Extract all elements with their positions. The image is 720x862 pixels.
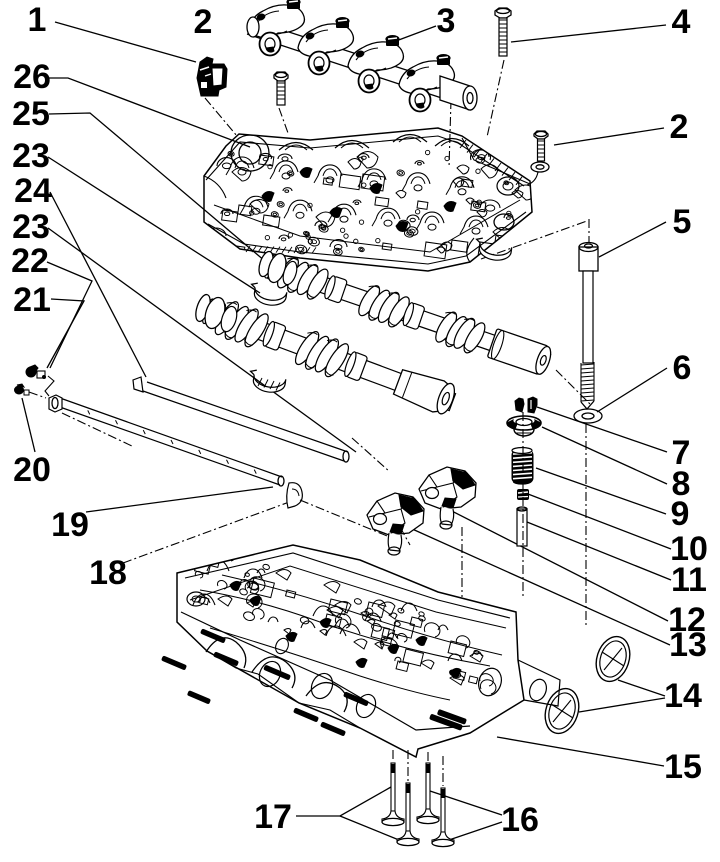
svg-text:4: 4	[672, 3, 691, 41]
svg-text:2: 2	[194, 3, 213, 41]
svg-text:7: 7	[672, 434, 691, 472]
svg-text:8: 8	[672, 465, 691, 503]
svg-text:17: 17	[254, 798, 292, 836]
svg-text:3: 3	[437, 2, 456, 40]
svg-text:12: 12	[668, 601, 706, 639]
svg-text:21: 21	[13, 281, 51, 319]
svg-text:13: 13	[669, 626, 707, 664]
svg-text:6: 6	[673, 349, 692, 387]
svg-text:26: 26	[13, 58, 51, 96]
svg-text:25: 25	[12, 95, 50, 133]
svg-text:19: 19	[51, 506, 89, 544]
svg-text:22: 22	[11, 242, 49, 280]
svg-text:14: 14	[664, 677, 702, 715]
svg-text:11: 11	[671, 561, 707, 599]
svg-text:16: 16	[501, 801, 539, 839]
svg-text:2: 2	[670, 108, 689, 146]
svg-text:5: 5	[673, 203, 692, 241]
svg-text:20: 20	[13, 451, 51, 489]
svg-text:15: 15	[664, 748, 702, 786]
svg-text:10: 10	[670, 530, 708, 568]
svg-text:1: 1	[28, 1, 47, 39]
svg-text:23: 23	[12, 137, 50, 175]
svg-text:9: 9	[671, 495, 690, 533]
svg-text:24: 24	[14, 172, 52, 210]
svg-text:23: 23	[12, 208, 50, 246]
svg-text:18: 18	[89, 554, 127, 592]
